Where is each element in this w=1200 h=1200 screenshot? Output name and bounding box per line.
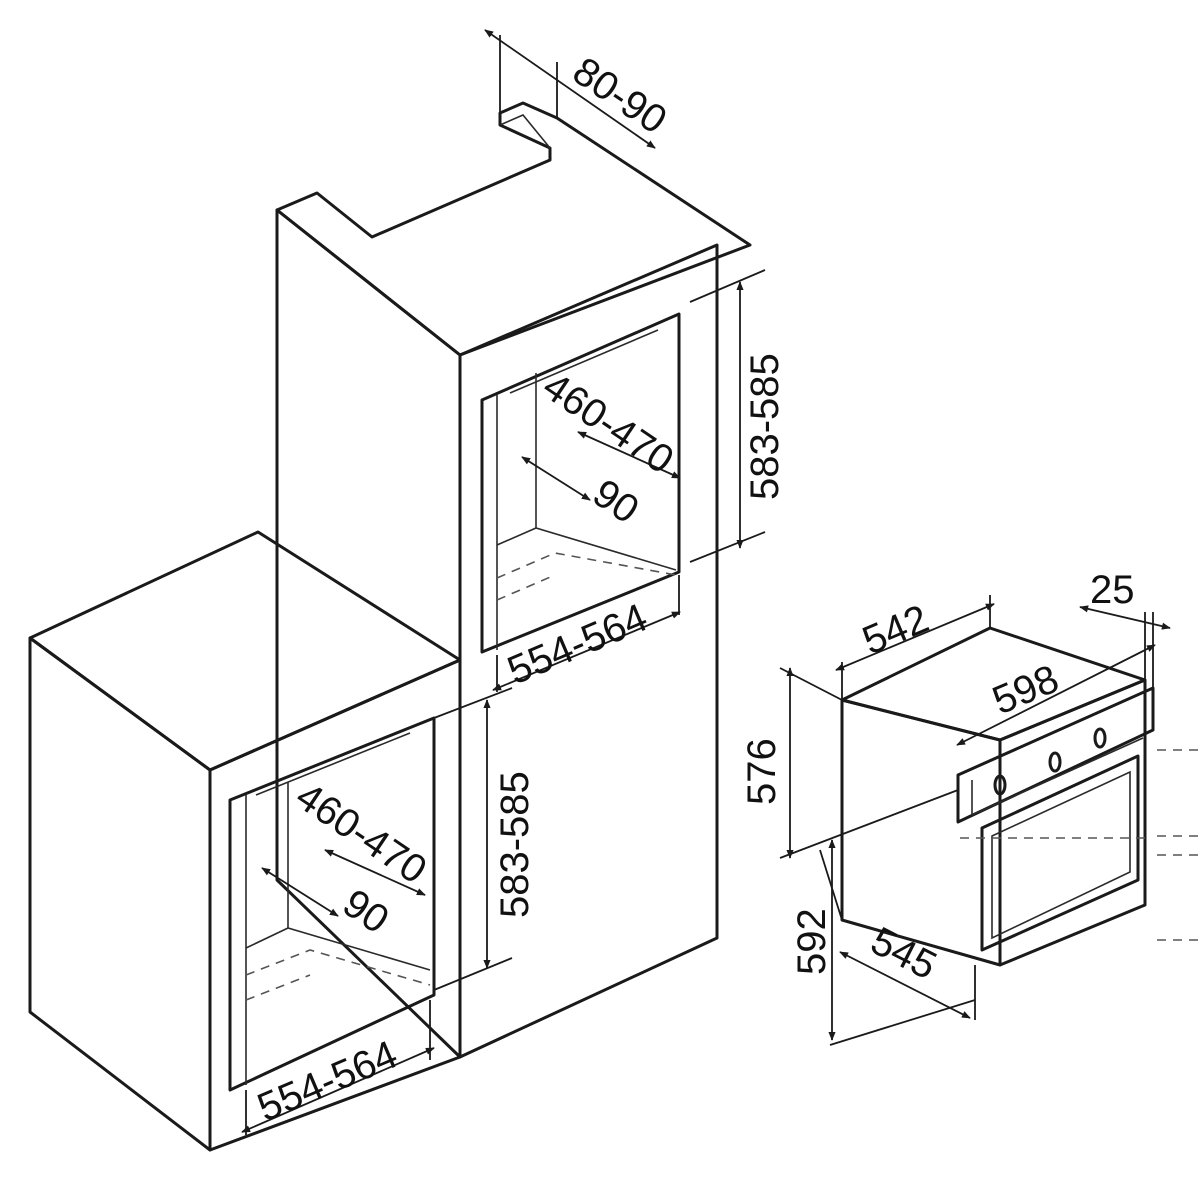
label-oven-front-panel: 25: [1090, 568, 1135, 612]
label-lower-niche-width: 554-564: [251, 1032, 403, 1130]
dim-line-upper-rear-gap: [521, 456, 591, 501]
dim-line-vent-depth: [484, 29, 656, 149]
dim-line-lower-rear-gap: [261, 867, 339, 917]
dim-line-upper-niche-width: [492, 611, 681, 691]
label-upper-niche-height: 583-585: [743, 353, 787, 500]
dim-line-upper-niche-depth: [577, 431, 681, 479]
label-oven-width: 598: [986, 657, 1065, 724]
oven-knob-left: [993, 774, 1007, 796]
label-upper-niche-depth: 460-470: [535, 364, 681, 483]
dim-line-oven-depth-top: [835, 603, 995, 671]
upper-niche-opening: [480, 312, 681, 654]
base-cabinet: [28, 530, 462, 1152]
label-lower-niche-depth: 460-470: [288, 774, 434, 893]
base-cabinet-left-face: [28, 636, 212, 1152]
label-oven-body-height: 576: [740, 738, 784, 805]
dim-line-oven-width: [956, 644, 1156, 746]
label-upper-niche-width: 554-564: [501, 595, 653, 693]
lower-niche-opening: [228, 716, 436, 1092]
label-lower-rear-gap: 90: [335, 881, 396, 942]
label-oven-depth-top: 542: [856, 597, 935, 664]
oven-side: [840, 698, 1002, 967]
oven-door-window: [980, 754, 1140, 952]
dim-line-oven-front-panel: [1079, 605, 1171, 630]
oven-control-panel: [956, 686, 1155, 824]
dimension-labels: 80-90 583-585 460-470 90 554-564 583-585…: [251, 49, 1134, 1130]
oven-knob-center: [1048, 751, 1062, 773]
dimension-lines: [241, 29, 1171, 1135]
base-cabinet-front-face: [208, 658, 462, 1152]
label-oven-total-height: 592: [790, 908, 834, 975]
label-vent-depth: 80-90: [565, 49, 674, 143]
upper-niche-floor-dashed: [496, 552, 677, 579]
label-lower-niche-height: 583-585: [493, 771, 537, 918]
dim-line-lower-niche-width: [241, 1047, 435, 1133]
lower-niche-floor-dashed: [245, 949, 431, 986]
dim-line-oven-depth-bottom: [839, 951, 971, 1019]
label-upper-rear-gap: 90: [585, 471, 646, 532]
dim-line-lower-niche-depth: [324, 849, 426, 896]
oven-knob-right: [1093, 727, 1107, 749]
